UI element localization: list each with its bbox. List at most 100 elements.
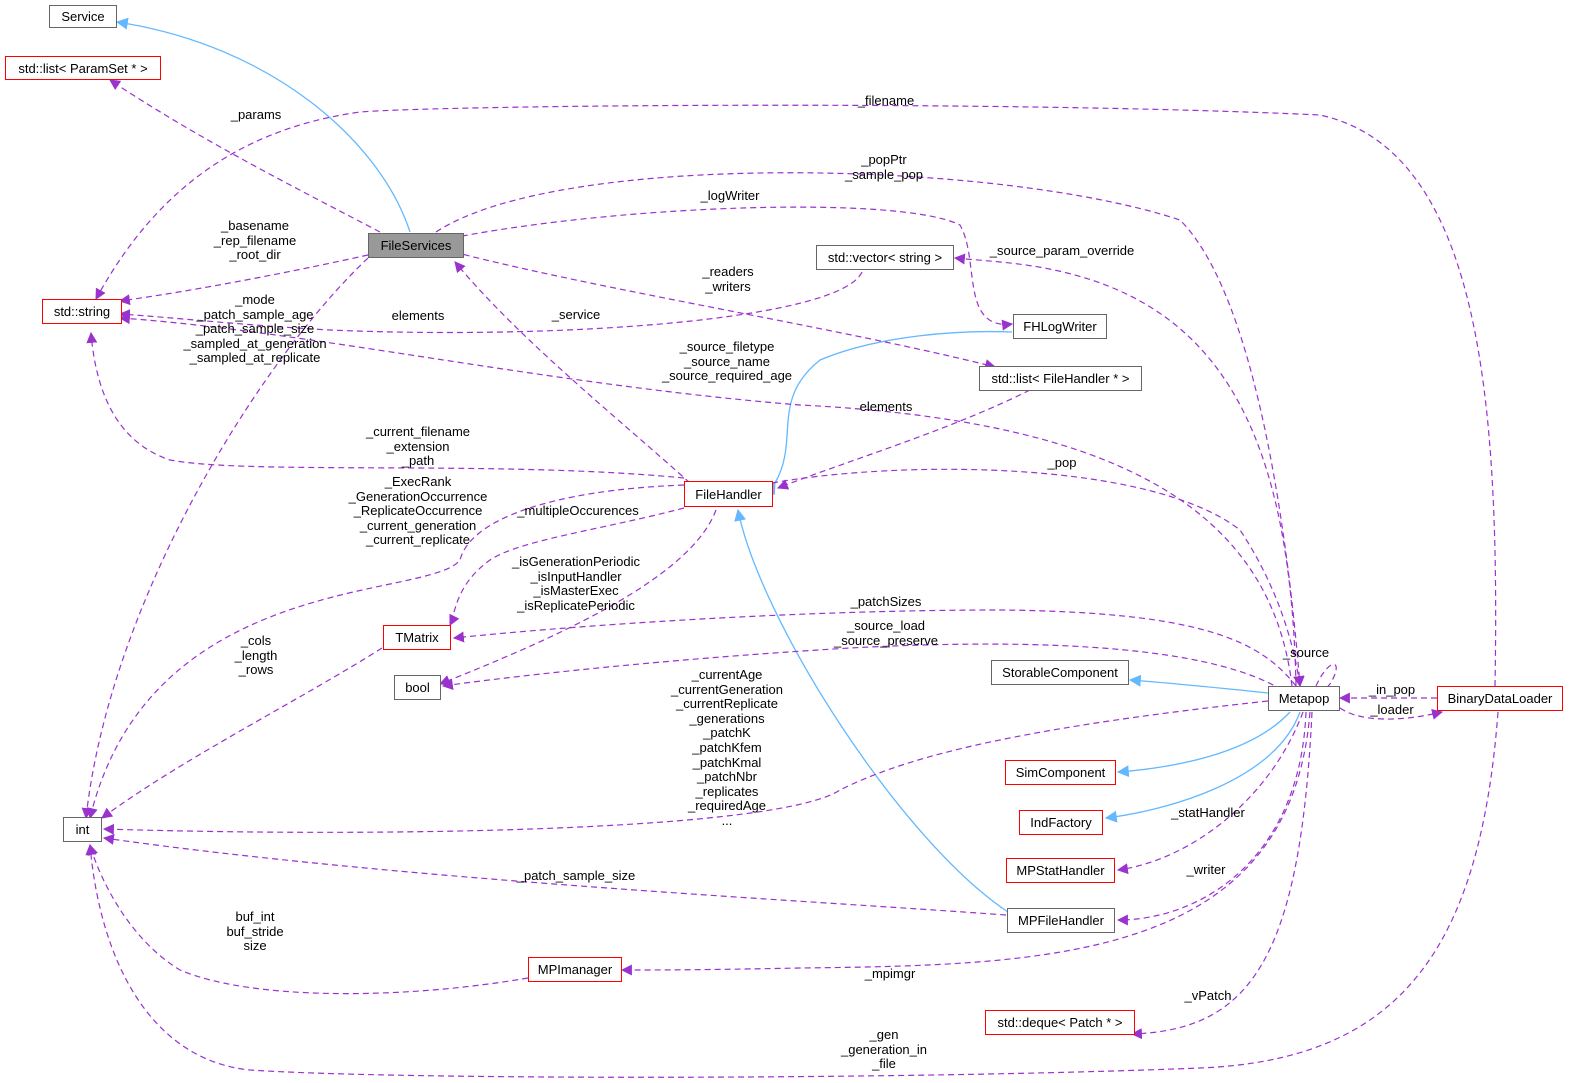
edge-label-elements-vector: elements	[391, 308, 445, 324]
class-node-file-handler[interactable]: FileHandler	[684, 481, 773, 507]
edge-readers	[453, 251, 997, 370]
edge-label-pop: _pop	[1047, 455, 1077, 471]
edge-label-line: _sampled_at_generation	[183, 335, 327, 351]
edge-stathandler	[1116, 711, 1304, 875]
class-node-filehandler-list[interactable]: std::list< FileHandler * >	[979, 366, 1142, 391]
class-node-binary-data-loader[interactable]: BinaryDataLoader	[1437, 686, 1563, 711]
edge-label-line: _sampled_at_replicate	[189, 350, 321, 366]
edge-label-line: _in_pop	[1368, 682, 1416, 697]
class-node-bool[interactable]: bool	[394, 675, 441, 700]
edge-label-line: _service	[551, 307, 601, 322]
edge-label-params: _params	[230, 107, 282, 123]
edge-label-line: _currentAge	[691, 667, 763, 682]
edge-label-line: _ReplicateOccurrence	[353, 503, 483, 519]
class-node-mpi-manager[interactable]: MPImanager	[528, 957, 622, 982]
edge-label-line: _currentReplicate	[676, 696, 778, 712]
class-node-patch-deque[interactable]: std::deque< Patch * >	[985, 1010, 1135, 1035]
class-node-tmatrix[interactable]: TMatrix	[383, 625, 451, 650]
class-node-paramset-list[interactable]: std::list< ParamSet * >	[5, 56, 161, 80]
edge-label-source-filetype: _source_filetype_source_name_source_requ…	[661, 339, 793, 384]
edge-label-line: _writer	[1186, 862, 1226, 877]
edge-metapop-source-self	[1309, 663, 1337, 702]
edge-label-filename: _filename	[857, 93, 915, 109]
edge-label-basename: _basename_rep_filename_root_dir	[213, 218, 297, 263]
edge-source-param-override	[953, 253, 1297, 687]
edge-label-in-pop: _in_pop	[1368, 682, 1416, 698]
edge-label-stathandler: _statHandler	[1171, 805, 1245, 821]
class-node-fh-log-writer[interactable]: FHLogWriter	[1013, 314, 1107, 339]
edge-label-line: _gen	[869, 1027, 899, 1042]
edge-label-line: _ExecRank	[384, 474, 452, 489]
edge-multiple	[449, 507, 685, 626]
edge-patchsizes	[452, 609, 1297, 687]
edge-metapop-storable	[1128, 674, 1269, 694]
edge-label-writer: _writer	[1186, 862, 1226, 878]
class-node-storable-component[interactable]: StorableComponent	[991, 660, 1129, 685]
edge-buf	[87, 843, 529, 995]
class-node-int[interactable]: int	[63, 817, 102, 842]
class-node-std-vector-string[interactable]: std::vector< string >	[816, 245, 954, 270]
edge-label-line: size	[243, 938, 267, 954]
edge-label-line: _isReplicatePeriodic	[517, 597, 635, 613]
edge-filename	[95, 104, 1497, 687]
edge-service	[454, 261, 691, 484]
edge-label-mode: _mode_patch_sample_age_patch_sample_size…	[183, 292, 327, 366]
edge-metapop-simcomponent	[1116, 711, 1291, 778]
edge-label-line: _filename	[857, 93, 915, 108]
edge-label-line: _extension	[386, 438, 450, 454]
edge-isperiodic	[438, 509, 717, 686]
class-node-sim-component[interactable]: SimComponent	[1005, 760, 1116, 785]
edge-label-mpimgr: _mpimgr	[864, 966, 916, 982]
edge-label-patchsizes: _patchSizes	[850, 594, 922, 610]
edge-fileservices-service	[115, 17, 411, 233]
edge-label-line: _source_filetype	[679, 339, 775, 354]
edge-label-line: _source_load	[846, 618, 926, 633]
edge-label-line: _rows	[238, 662, 274, 678]
edge-label-line: _rep_filename	[213, 232, 297, 248]
class-node-file-services: FileServices	[368, 233, 464, 258]
edge-current-filename	[86, 331, 685, 479]
edge-label-source-load: _source_load_source_preserve	[834, 618, 938, 648]
class-node-std-string[interactable]: std::string	[42, 299, 122, 324]
edge-label-line: _loader	[1370, 702, 1414, 717]
edge-label-line: _logWriter	[700, 188, 760, 203]
edge-label-line: _current_filename	[365, 424, 471, 439]
edge-source-load	[441, 643, 1283, 691]
edge-label-line: _statHandler	[1171, 805, 1245, 820]
edge-label-line: _generation_in	[840, 1041, 928, 1057]
edge-params	[109, 79, 381, 233]
edge-label-line: elements	[391, 308, 445, 323]
class-node-mp-stat-handler[interactable]: MPStatHandler	[1006, 858, 1115, 883]
edge-label-cols: _cols_length_rows	[235, 633, 278, 678]
edge-filehandler-fhlogwriter	[764, 330, 1013, 496]
edge-patch-sample-size	[102, 833, 1007, 916]
class-node-service[interactable]: Service	[49, 5, 117, 28]
edge-label-line: _generations	[689, 710, 765, 726]
edge-label-line: _popPtr	[861, 152, 907, 167]
edge-label-line: _requiredAge	[687, 798, 767, 814]
edge-label-line: _source_param_override	[989, 243, 1135, 258]
edge-label-line: _path	[401, 453, 435, 469]
edge-label-line: _multipleOccurences	[517, 503, 639, 518]
edge-label-patch-sample-size: _patch_sample_size	[517, 868, 636, 884]
edge-label-line: _params	[230, 107, 282, 122]
edge-source-filetype	[118, 313, 1293, 687]
edge-label-line: _mpimgr	[864, 966, 916, 981]
edge-label-line: buf_stride	[226, 923, 284, 939]
edge-label-line: _file	[872, 1056, 896, 1072]
edge-label-line: _root_dir	[229, 247, 281, 263]
edge-mpimgr	[620, 711, 1311, 976]
class-node-ind-factory[interactable]: IndFactory	[1019, 810, 1103, 835]
class-node-metapop[interactable]: Metapop	[1268, 686, 1340, 711]
edge-tmatrix-int	[101, 647, 383, 819]
edge-label-line: _source_required_age	[661, 368, 793, 384]
edge-label-line: _patchSizes	[850, 594, 922, 609]
edge-elements-vector	[118, 271, 863, 334]
class-node-mp-file-handler[interactable]: MPFileHandler	[1007, 908, 1115, 933]
edge-label-source-param-override: _source_param_override	[989, 243, 1135, 259]
edge-label-line: _pop	[1047, 455, 1077, 470]
edge-label-line: _isMasterExec	[533, 583, 619, 599]
edge-elements-list	[776, 389, 1031, 490]
